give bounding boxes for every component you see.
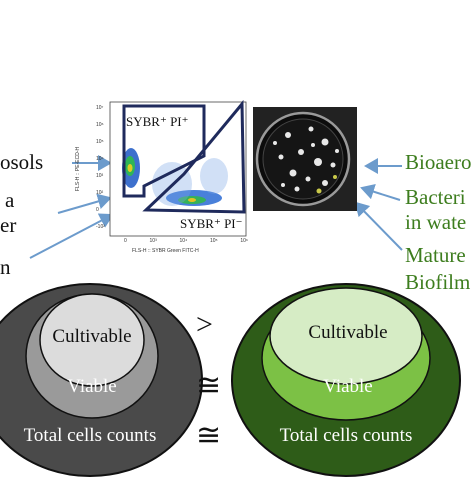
right-viable-label: Viable <box>323 376 373 397</box>
gate-top-label: SYBR⁺ PI⁺ <box>126 114 189 129</box>
right-label-biofilm: Biofilm <box>405 270 471 294</box>
y-tick: 10³ <box>96 173 104 179</box>
y-tick: 10⁷ <box>96 105 104 111</box>
left-label-3: er <box>0 213 17 237</box>
y-tick: 10⁴ <box>96 156 104 162</box>
x-tick: 10⁵ <box>209 238 218 244</box>
y-tick: 0 <box>96 207 99 213</box>
y-tick: 10⁶ <box>96 122 104 128</box>
arrow-right-2 <box>360 183 401 201</box>
y-axis-label: FLS-H :: PE-ECD-H <box>75 146 82 192</box>
x-tick: 10⁶ <box>240 238 248 244</box>
x-ticks: 0 10³ 10⁴ 10⁵ 10⁶ <box>124 238 248 244</box>
right-label-bacteria: Bacteri <box>405 185 466 209</box>
y-tick: 10² <box>96 190 104 196</box>
right-venn-diagram <box>231 283 461 477</box>
petri-dish-svg <box>253 107 357 211</box>
petri-dish-photo <box>253 107 357 211</box>
flow-cytometry-plot: SYBR⁺ PI⁺ SYBR⁺ PI⁻ FLS-H :: SYBR Green … <box>75 96 250 258</box>
right-label-bioaerosols: Bioaero <box>405 150 472 174</box>
x-axis-label: FLS-H :: SYBR Green FITC-H <box>132 248 199 254</box>
y-tick: -10² <box>96 224 105 230</box>
x-tick: 0 <box>124 238 127 244</box>
left-viable-label: Viable <box>67 376 117 397</box>
right-inner-ellipse <box>269 287 423 385</box>
relation-congruent-2: ≅ <box>196 419 222 452</box>
y-ticks: 10⁷ 10⁶ 10⁵ 10⁴ 10³ 10² 0 -10² <box>96 100 105 236</box>
gate-bottom-label: SYBR⁺ PI⁻ <box>180 216 243 231</box>
flow-plot-svg <box>109 99 247 237</box>
relation-greater-than: > <box>196 308 213 341</box>
relation-congruent-1: ≅ <box>196 369 222 402</box>
arrow-left-2 <box>57 193 112 214</box>
gate-top <box>122 104 206 198</box>
left-label-aerosols: osols <box>0 150 44 174</box>
left-label-2: a <box>5 188 15 212</box>
y-tick: 10⁵ <box>96 139 104 145</box>
right-total-label: Total cells counts <box>279 425 413 446</box>
x-tick: 10³ <box>149 238 157 244</box>
left-total-label: Total cells counts <box>23 425 157 446</box>
right-label-mature: Mature <box>405 243 466 267</box>
gate-bottom <box>142 99 246 214</box>
colonies <box>273 126 339 192</box>
right-cultivable-label: Cultivable <box>308 322 388 343</box>
arrow-left-3 <box>29 213 114 259</box>
left-venn-diagram <box>0 283 203 477</box>
x-tick: 10⁴ <box>179 238 188 244</box>
right-label-in-water: in wate <box>405 210 467 234</box>
arrow-right-3 <box>354 201 403 251</box>
left-inner-ellipse <box>39 293 145 387</box>
left-cultivable-label: Cultivable <box>52 326 132 347</box>
left-label-4: n <box>0 255 11 279</box>
